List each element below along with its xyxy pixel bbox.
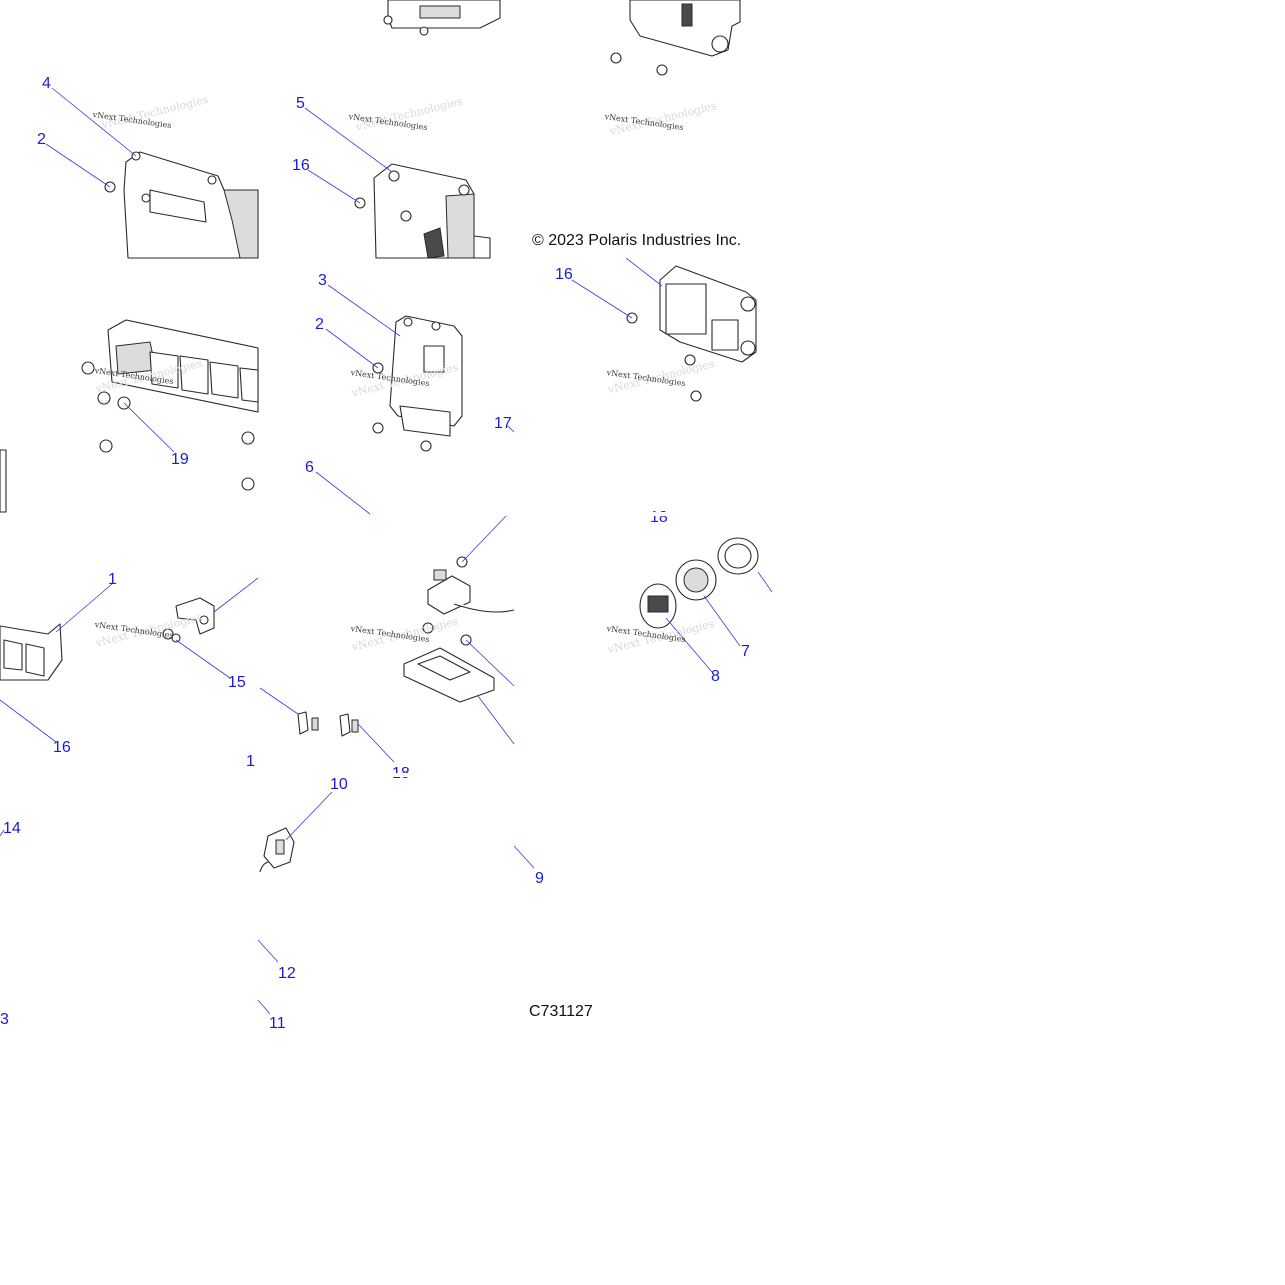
callout-1: 1 (108, 571, 117, 588)
callout-2-upper: 2 (37, 131, 46, 148)
drawing-number: C731127 (529, 1003, 593, 1020)
callout-9: 9 (535, 870, 544, 887)
callout-6: 6 (305, 459, 314, 476)
callout-16-upper: 16 (292, 157, 310, 174)
callout-15: 15 (228, 674, 246, 691)
fuse-block-lower (0, 623, 63, 681)
power-outlet-assembly (639, 537, 759, 629)
callout-10: 10 (330, 776, 348, 793)
ecu-module-5 (354, 163, 491, 259)
callout-12: 12 (278, 965, 296, 982)
callout-19: 19 (171, 451, 189, 468)
top-module-partial-right (610, 0, 741, 76)
control-module-3 (372, 315, 463, 452)
callout-8: 8 (711, 668, 720, 685)
bracket-15 (162, 597, 215, 643)
harness-connector-10 (259, 827, 295, 873)
callout-16-right: 16 (555, 266, 573, 283)
callout-17: 17 (494, 415, 512, 432)
callout-14: 14 (3, 820, 21, 837)
ecu-module-4 (104, 151, 259, 259)
top-module-partial-left (383, 0, 501, 36)
control-module-right (626, 265, 757, 402)
callout-4: 4 (42, 75, 51, 92)
callout-5: 5 (296, 95, 305, 112)
callout-3-partial: 3 (0, 1011, 9, 1028)
leader-lines (0, 87, 773, 1015)
callout-16-lower: 16 (53, 739, 71, 756)
fuse-relay-block (0, 319, 259, 513)
callout-1-partial: 1 (246, 753, 255, 770)
callout-18-upper: 18 (650, 509, 668, 526)
callout-11: 11 (269, 1015, 286, 1032)
callout-7: 7 (741, 643, 750, 660)
terminals-18 (297, 711, 359, 737)
callout-3: 3 (318, 272, 327, 289)
callout-2-middle: 2 (315, 316, 324, 333)
copyright-notice: © 2023 Polaris Industries Inc. (532, 232, 741, 249)
